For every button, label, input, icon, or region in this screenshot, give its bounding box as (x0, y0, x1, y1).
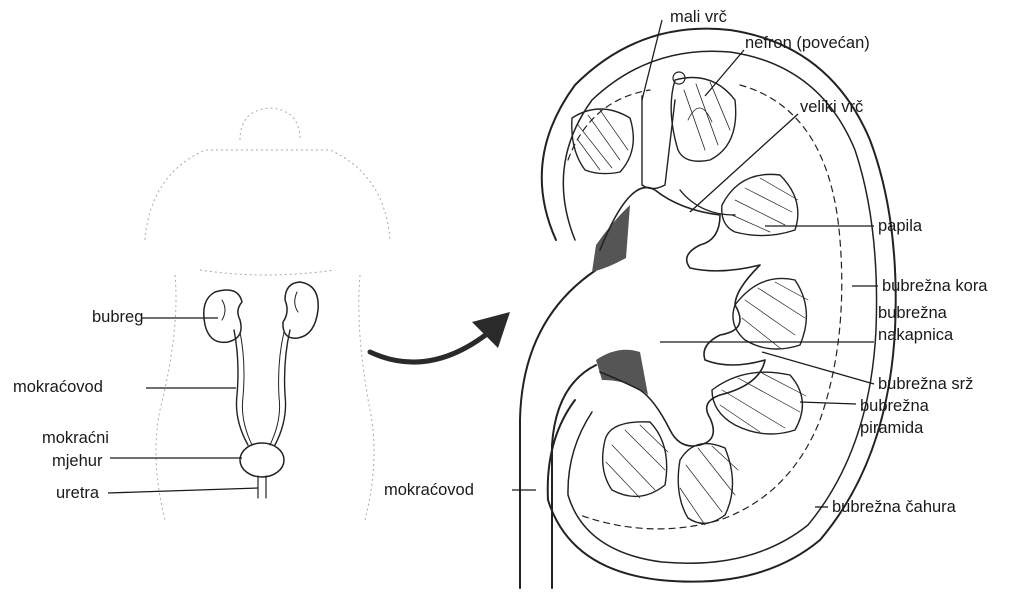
label-cortex: bubrežna kora (882, 277, 988, 295)
label-ureter-right: mokraćovod (384, 481, 474, 499)
major-calyx-curve (680, 190, 735, 215)
label-urethra: uretra (56, 484, 100, 502)
label-pyramid-line2: piramida (860, 419, 924, 437)
label-bladder-line1: mokraćni (42, 429, 109, 447)
label-pyramid-line1: bubrežna (860, 397, 930, 415)
leader-medulla (762, 352, 874, 384)
ureters-small (234, 330, 290, 445)
leader-major-calyx (690, 114, 798, 212)
label-papilla: papila (878, 217, 923, 235)
hilum-fat-upper (592, 205, 630, 272)
pyramid-7 (678, 444, 738, 525)
curved-arrow (370, 312, 510, 362)
left-kidney-small (204, 290, 242, 342)
label-medulla: bubrežna srž (878, 375, 973, 393)
hilum-fat-lower (596, 350, 648, 395)
label-pelvis-line1: bubrežna (878, 304, 948, 322)
label-capsule: bubrežna čahura (832, 498, 957, 516)
pyramid-4 (733, 278, 808, 349)
pyramid-5 (712, 372, 806, 434)
label-major-calyx: veliki vrč (800, 98, 863, 116)
leader-urethra (108, 488, 258, 493)
label-pelvis-line2: nakapnica (878, 326, 954, 344)
label-kidney: bubreg (92, 308, 143, 326)
pyramid-6 (603, 422, 668, 498)
label-bladder-line2: mjehur (52, 452, 103, 470)
ureter-wall-inner (552, 365, 596, 588)
minor-calyx-stalk (642, 96, 675, 189)
bladder-small (240, 443, 284, 498)
label-nephron: nefron (povećan) (745, 34, 870, 52)
cortex-dashed-boundary (568, 85, 842, 529)
right-kidney-small (283, 282, 318, 338)
leader-pyramid (800, 402, 856, 404)
label-minor-calyx: mali vrč (670, 8, 727, 26)
label-ureter-left: mokraćovod (13, 378, 103, 396)
pyramid-2-nephron (671, 72, 736, 161)
